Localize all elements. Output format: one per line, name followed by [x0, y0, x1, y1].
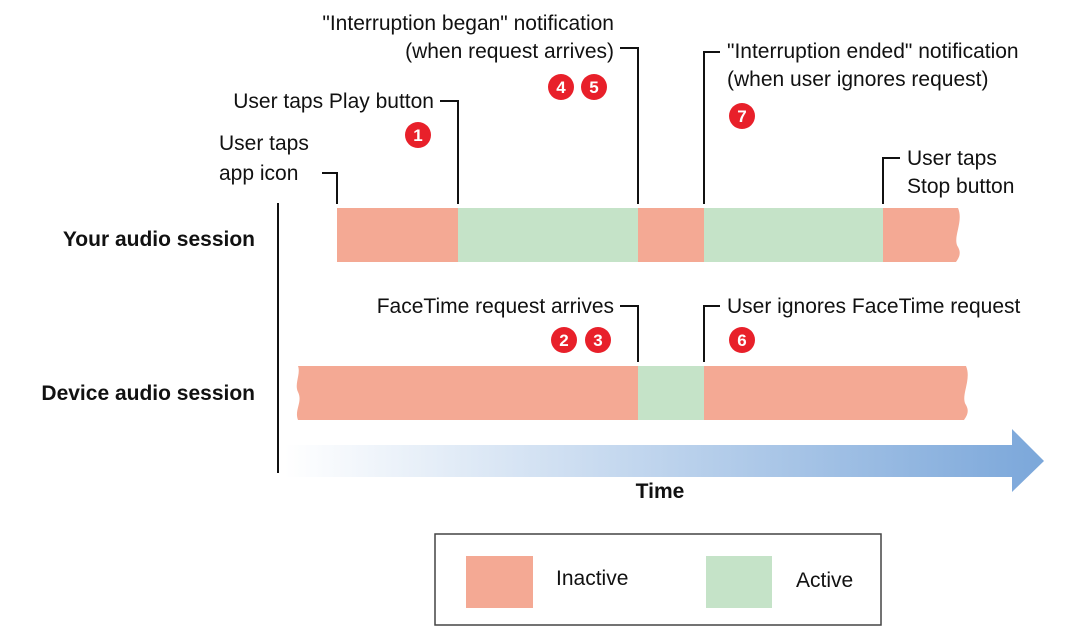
- callout-facetime-arrives: [620, 305, 639, 362]
- step-badge-6: 6: [729, 327, 755, 353]
- time-label: Time: [636, 480, 685, 503]
- annotation-tap-icon-line1: User taps: [219, 132, 309, 155]
- row-label-device-session: Device audio session: [41, 382, 255, 405]
- step-badge-5: 5: [581, 74, 607, 100]
- step-badge-4: 4: [548, 74, 574, 100]
- annotation-interruption-ended-line1: "Interruption ended" notification: [727, 40, 1019, 63]
- callout-interruption-ended: [703, 51, 720, 204]
- your-session-segment-active: [704, 208, 883, 262]
- step-badge-number: 4: [556, 78, 566, 97]
- your-session-segment-active: [458, 208, 638, 262]
- annotation-user-ignores: User ignores FaceTime request: [727, 295, 1020, 318]
- step-badge-number: 3: [593, 331, 602, 350]
- device-session-segment-inactive-open-start: [296, 366, 638, 420]
- your-session-segment-inactive-open-end: [883, 208, 960, 262]
- step-badge-7: 7: [729, 103, 755, 129]
- step-badge-3: 3: [585, 327, 611, 353]
- annotation-interruption-began-line1: "Interruption began" notification: [322, 12, 614, 35]
- step-badge-number: 2: [559, 331, 568, 350]
- row-label-your-session: Your audio session: [63, 228, 255, 251]
- legend-swatch-inactive: [466, 556, 533, 608]
- device-session-segment-inactive-open-end: [704, 366, 968, 420]
- device-session-segment-active: [638, 366, 704, 420]
- your-session-segment-inactive: [638, 208, 704, 262]
- time-arrow: [285, 429, 1044, 492]
- step-badge-2: 2: [551, 327, 577, 353]
- your-session-segment-inactive: [337, 208, 458, 262]
- callout-tap-play: [440, 100, 459, 204]
- annotation-interruption-ended-line2: (when user ignores request): [727, 68, 988, 91]
- step-badge-1: 1: [405, 122, 431, 148]
- legend-label-inactive: Inactive: [556, 567, 628, 590]
- annotation-facetime-arrives: FaceTime request arrives: [377, 295, 614, 318]
- legend: Inactive Active: [434, 533, 882, 626]
- annotation-tap-icon-line2: app icon: [219, 162, 298, 185]
- callout-interruption-began: [620, 47, 639, 204]
- callout-tap-icon: [322, 172, 338, 204]
- annotation-tap-stop-line1: User taps: [907, 147, 997, 170]
- step-badge-number: 7: [737, 107, 746, 126]
- legend-swatch-active: [706, 556, 772, 608]
- step-badge-number: 6: [737, 331, 746, 350]
- annotation-tap-stop-line2: Stop button: [907, 175, 1014, 198]
- callout-tap-stop: [882, 157, 900, 204]
- step-badge-number: 1: [413, 126, 422, 145]
- annotation-tap-play: User taps Play button: [233, 90, 434, 113]
- legend-box: [434, 533, 882, 626]
- callout-user-ignores: [703, 305, 720, 362]
- annotation-interruption-began-line2: (when request arrives): [405, 40, 614, 63]
- step-badge-number: 5: [589, 78, 598, 97]
- legend-label-active: Active: [796, 569, 853, 592]
